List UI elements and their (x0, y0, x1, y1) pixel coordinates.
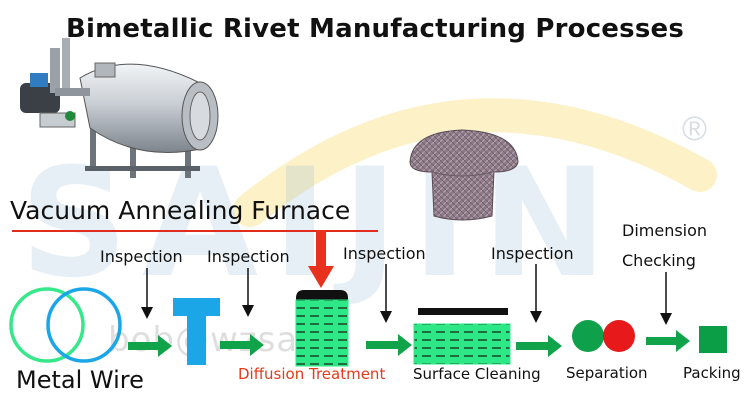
inspection-label-4: Inspection (491, 244, 574, 263)
inspection-label-2: Inspection (207, 247, 290, 266)
checking-label: Checking (622, 251, 696, 270)
heat-arrow (308, 230, 334, 288)
wire-circle-green (9, 287, 85, 363)
packing-box (699, 326, 727, 353)
vacuum-furnace-image (20, 38, 219, 178)
flow-arrows (128, 330, 690, 357)
dimension-label: Dimension (622, 221, 708, 240)
page-title: Bimetallic Rivet Manufacturing Processes (65, 14, 685, 44)
registered-mark: ® (682, 110, 708, 148)
flow-arrow-1 (128, 335, 172, 357)
separation-green-dot (572, 320, 604, 352)
packing-label: Packing (683, 364, 741, 382)
separation-label: Separation (566, 364, 648, 382)
rivet-image (409, 129, 519, 221)
furnace-underline (12, 230, 378, 232)
cleaning-lid (418, 308, 508, 315)
flow-arrow-3 (366, 334, 412, 356)
diffusion-container (295, 299, 349, 367)
surface-cleaning-label: Surface Cleaning (413, 365, 541, 383)
watermark-swoosh (233, 98, 717, 227)
metal-wire-label: Metal Wire (16, 366, 144, 394)
cleaning-tray (413, 323, 511, 365)
wire-circle-blue (46, 287, 122, 363)
furnace-label: Vacuum Annealing Furnace (10, 196, 351, 225)
inspection-label-3: Inspection (343, 244, 426, 263)
rivet-blank-shape (173, 298, 220, 365)
flow-arrow-5 (646, 330, 690, 352)
flow-arrow-2 (220, 334, 264, 356)
diffusion-label: Diffusion Treatment (238, 365, 386, 383)
container-lid (296, 290, 348, 300)
inspection-label-1: Inspection (100, 247, 183, 266)
flow-arrow-4 (516, 335, 562, 357)
separation-red-dot (603, 320, 635, 352)
